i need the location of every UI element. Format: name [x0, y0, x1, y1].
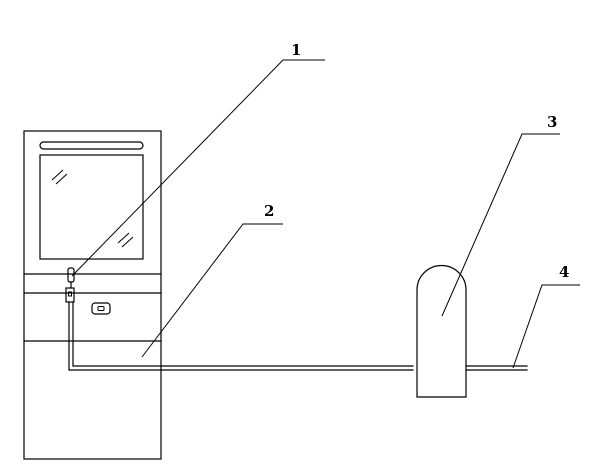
cable [68, 301, 414, 371]
leader-2 [141, 223, 283, 358]
callout-4-label: 4 [559, 263, 569, 281]
leader-lines [71, 59, 580, 369]
leader-3 [441, 133, 560, 317]
callout-3-label: 3 [547, 113, 557, 131]
cable-line-inner [72, 301, 414, 367]
callout-2-label: 2 [264, 202, 274, 220]
outgoing-line [465, 365, 528, 371]
cabinet-body [23, 130, 162, 460]
connector-clip [65, 287, 75, 303]
connector [65, 267, 75, 303]
cabinet [23, 130, 162, 460]
panel-button [91, 302, 111, 315]
callout-1-label: 1 [291, 41, 301, 59]
top-slot [39, 141, 144, 150]
capsule-device [416, 264, 467, 398]
screen-glare-marks [51, 169, 134, 248]
display-screen [39, 154, 144, 260]
leader-4 [512, 284, 580, 369]
cable-line-outer [68, 301, 414, 371]
leader-1 [71, 59, 325, 277]
